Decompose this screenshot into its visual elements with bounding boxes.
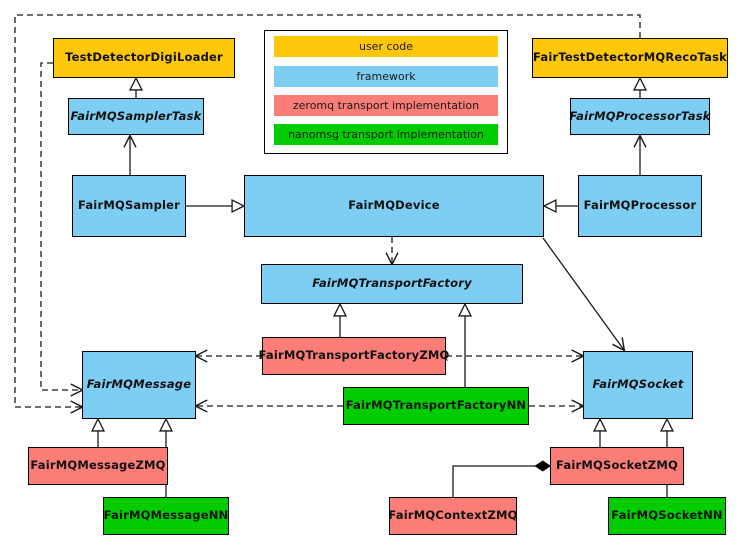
class-node-fairmqsocketnn[interactable]: FairMQSocketNN [608, 497, 726, 535]
legend-label-user-code: user code [358, 40, 414, 53]
class-node-fairmqmessagenn[interactable]: FairMQMessageNN [103, 497, 229, 535]
class-node-fairmqtransportfactoryzmq[interactable]: FairMQTransportFactoryZMQ [259, 337, 449, 375]
class-node-fairmqprocessortask[interactable]: FairMQProcessorTask [569, 98, 710, 135]
legend-label-zeromq: zeromq transport implementation [292, 99, 480, 112]
edge-device-to-socket [542, 237, 624, 350]
class-node-fairmqsampler[interactable]: FairMQSampler [72, 175, 186, 237]
legend-item-framework: framework [274, 66, 498, 87]
edge-recotask-to-message [14, 14, 641, 407]
class-node-fairmqsamplertask[interactable]: FairMQSamplerTask [68, 98, 204, 135]
class-node-fairmqsocket[interactable]: FairMQSocket [583, 351, 693, 419]
class-node-fairmqdevice[interactable]: FairMQDevice [244, 175, 544, 237]
class-node-fairmqtransportfactory[interactable]: FairMQTransportFactory [261, 264, 523, 304]
edge-contextzmq-to-socketzmq [452, 460, 552, 497]
class-node-fairmqprocessor[interactable]: FairMQProcessor [578, 175, 702, 237]
legend-label-nanomsg: nanomsg transport implementation [288, 128, 484, 141]
legend-label-framework: framework [356, 70, 416, 83]
edge-digiloader-to-message [40, 62, 82, 390]
class-node-fairmqmessagezmq[interactable]: FairMQMessageZMQ [28, 447, 168, 485]
legend-item-nanomsg: nanomsg transport implementation [274, 124, 498, 145]
class-node-fairmqmessage[interactable]: FairMQMessage [82, 351, 196, 419]
legend-item-user-code: user code [274, 36, 498, 57]
class-node-fairmqcontextzmq[interactable]: FairMQContextZMQ [388, 497, 517, 535]
legend-item-zeromq: zeromq transport implementation [274, 95, 498, 116]
class-node-fairmqsocketzmq[interactable]: FairMQSocketZMQ [550, 447, 684, 485]
class-node-fairtestdetectormqrecotask[interactable]: FairTestDetectorMQRecoTask [532, 38, 728, 78]
class-node-testdetectordigiloader[interactable]: TestDetectorDigiLoader [53, 38, 235, 78]
class-node-fairmqtransportfactorynn[interactable]: FairMQTransportFactoryNN [343, 387, 529, 425]
